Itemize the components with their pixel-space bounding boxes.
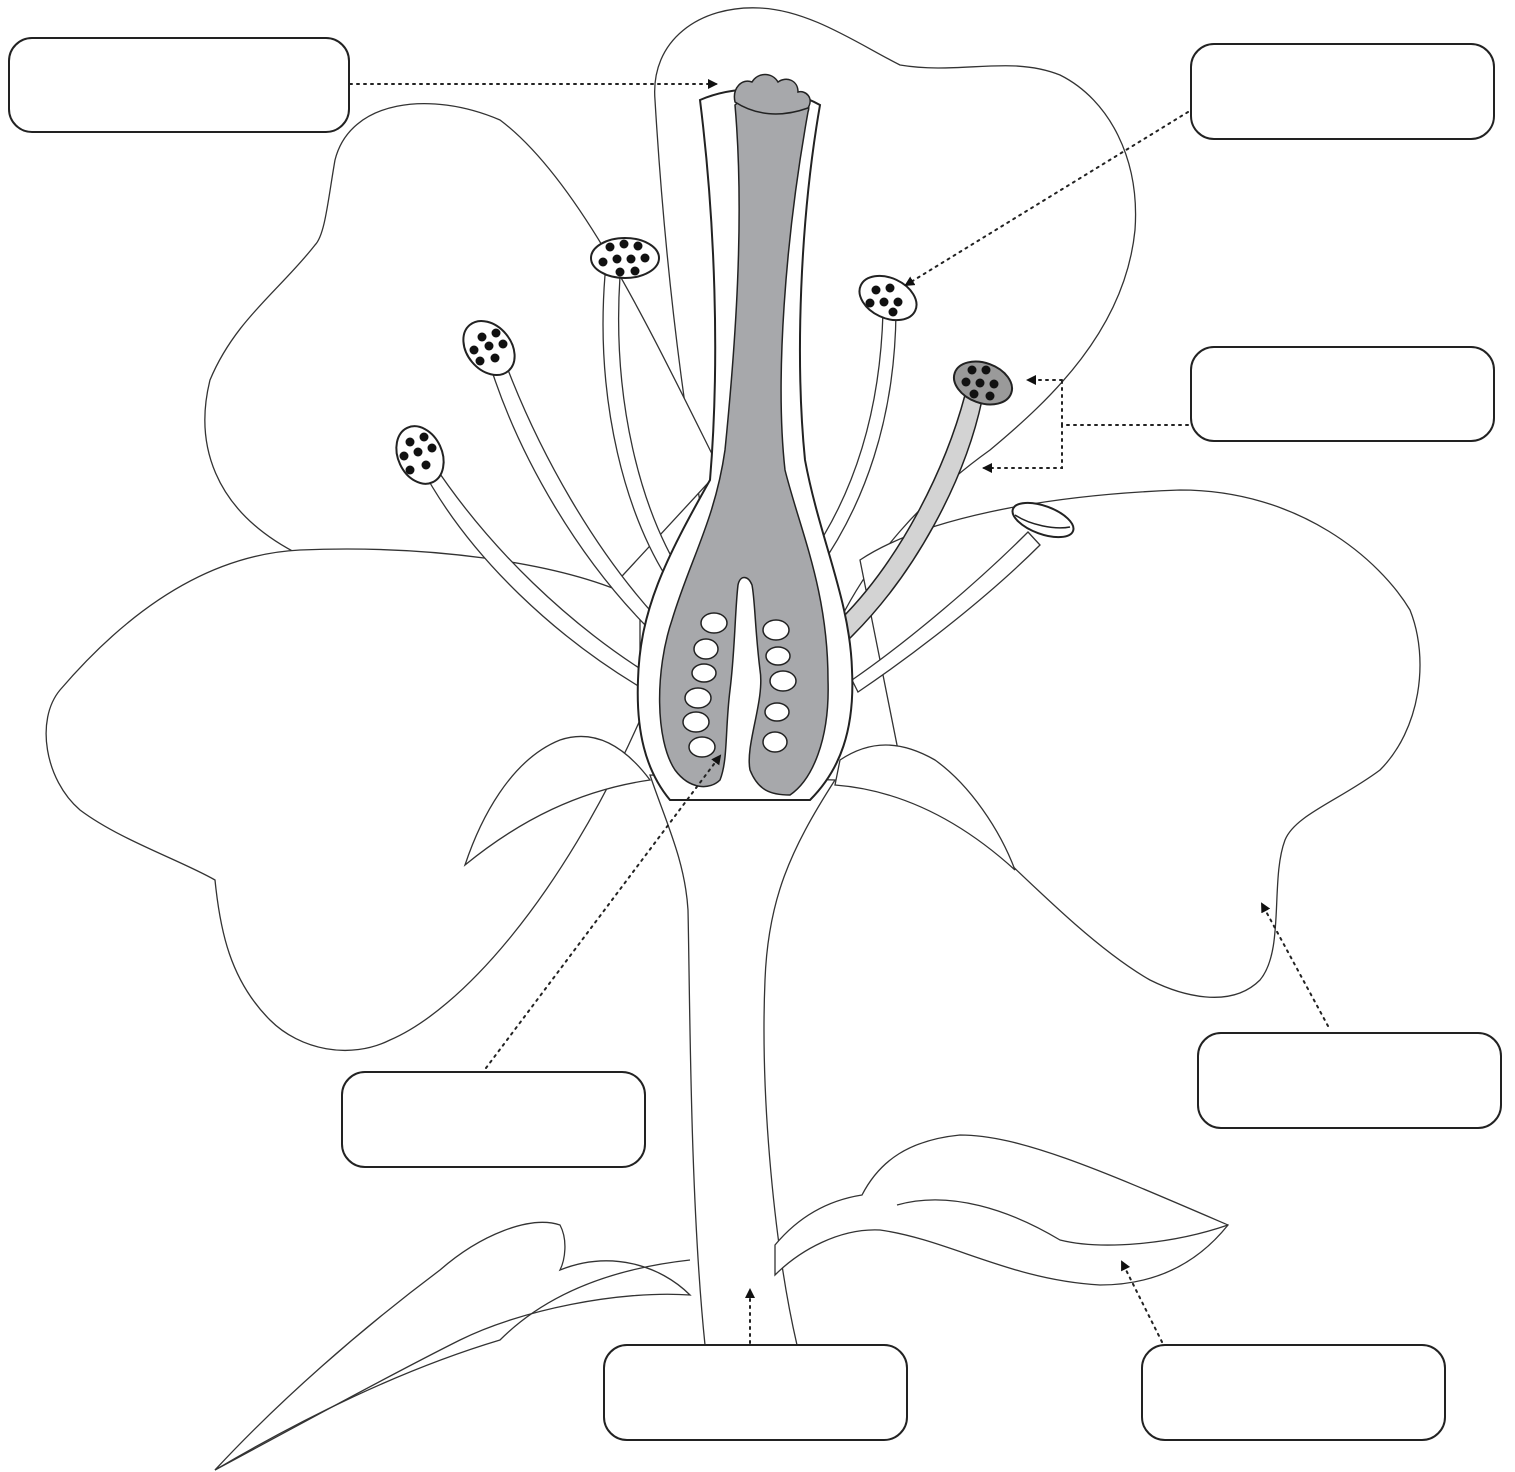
petal-right [860,490,1420,997]
label-box-stigma[interactable] [8,37,350,133]
label-box-petal[interactable] [1197,1032,1502,1129]
label-box-stem[interactable] [603,1344,908,1441]
label-box-anther[interactable] [1190,43,1495,140]
leaf-lower-right [775,1135,1228,1285]
label-box-stamen[interactable] [1190,346,1495,442]
label-box-ovule[interactable] [341,1071,646,1168]
label-box-leaf[interactable] [1141,1344,1446,1441]
stem [650,775,835,1345]
leader-stamen [1062,380,1188,425]
